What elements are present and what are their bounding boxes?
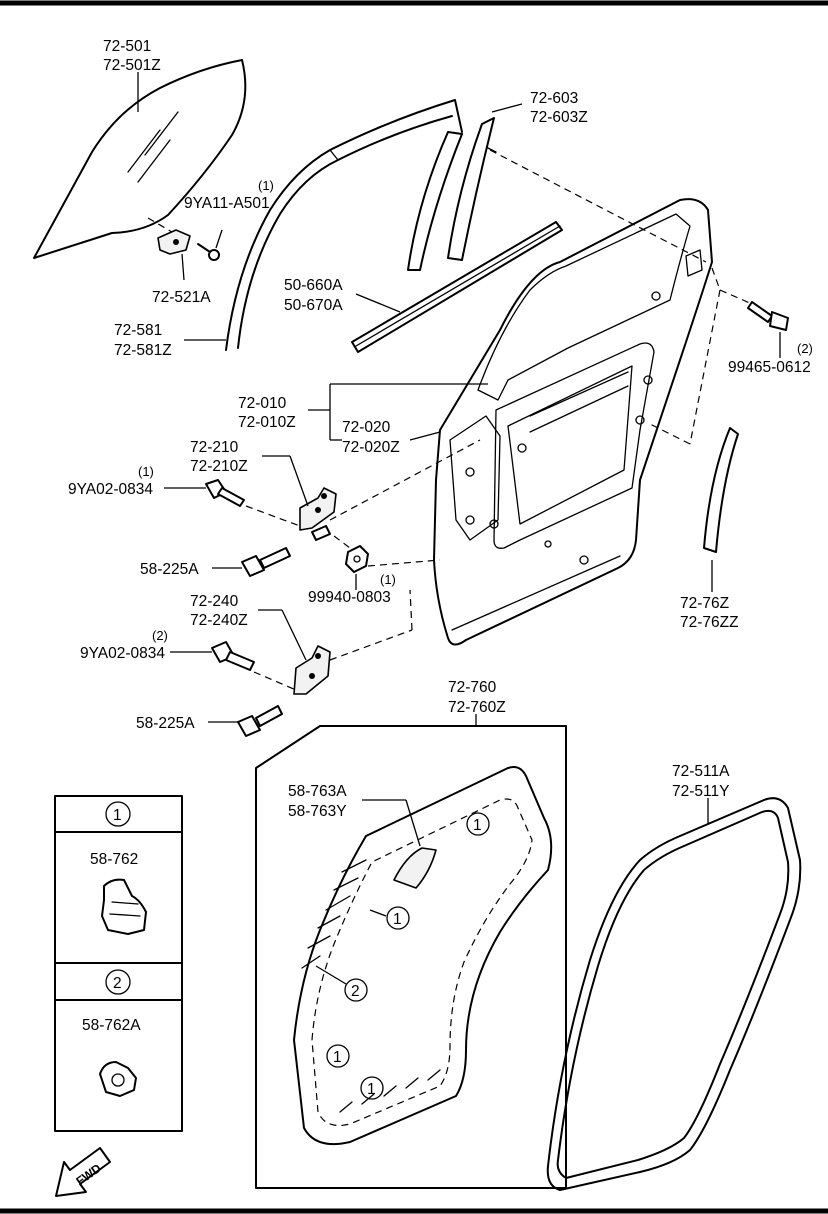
rear-seal-label-2: 72-76ZZ	[680, 614, 739, 631]
trim-marker: 1	[466, 812, 490, 836]
trim-clip-part-label-1: 58-763A	[288, 783, 347, 800]
belt-molding[interactable]	[351, 221, 563, 353]
door-bolt-code: 99465-0612	[728, 359, 811, 376]
svg-text:1: 1	[473, 817, 482, 834]
door-glass[interactable]	[33, 59, 247, 259]
door-panel-label-2: 72-020Z	[342, 439, 400, 456]
svg-text:1: 1	[333, 1049, 342, 1066]
belt-molding-label-1: 50-660A	[284, 277, 343, 294]
glass-bolt-qty: (1)	[258, 178, 274, 193]
trim-clip-part[interactable]	[393, 847, 437, 889]
lower-hinge-label-2: 72-240Z	[190, 612, 248, 629]
lower-hinge-label-1: 72-240	[190, 593, 239, 610]
rear-seal-label-1: 72-76Z	[680, 595, 729, 612]
svg-text:1: 1	[393, 911, 402, 928]
glass-bracket[interactable]	[157, 229, 191, 255]
trim-marker: 2	[315, 965, 368, 1002]
fwd-arrow-icon: FWD	[55, 1147, 111, 1197]
trim-panel-label-2: 72-760Z	[448, 699, 506, 716]
upper-hinge-label-1: 72-210	[190, 439, 239, 456]
hinge-nut[interactable]	[345, 545, 369, 573]
trim-panel-label-1: 72-760	[448, 679, 497, 696]
outer-channel-label-2: 72-581Z	[114, 342, 172, 359]
legend-code-2: 58-762A	[82, 1017, 141, 1034]
door-panel-label-1: 72-020	[342, 419, 391, 436]
door-panel[interactable]	[433, 198, 713, 646]
legend-marker-2: 2	[105, 969, 131, 995]
hinge-bolt-lower-label: 58-225A	[136, 715, 195, 732]
door-panel-group-label-1: 72-010	[238, 395, 287, 412]
upper-hinge-bolt-qty: (1)	[138, 464, 154, 479]
svg-text:2: 2	[351, 983, 360, 1000]
rear-channel-label-1: 72-603	[530, 90, 578, 107]
belt-molding-label-2: 50-670A	[284, 297, 343, 314]
rear-channel-label-2: 72-603Z	[530, 109, 588, 126]
upper-hinge[interactable]	[299, 487, 337, 531]
hinge-nut-qty: (1)	[380, 572, 396, 587]
weatherstrip[interactable]	[546, 797, 802, 1191]
clip-icon-1	[101, 878, 147, 935]
legend-code-1: 58-762	[90, 851, 138, 868]
trim-marker: 1	[369, 906, 410, 930]
legend-marker-1: 1	[105, 801, 131, 827]
outer-channel[interactable]	[225, 99, 463, 351]
legend-box	[54, 795, 183, 1132]
svg-text:2: 2	[113, 975, 122, 992]
trim-panel[interactable]	[293, 766, 553, 1146]
door-bolt[interactable]	[747, 301, 789, 331]
upper-hinge-pin[interactable]	[311, 525, 331, 541]
hinge-bolt-upper-label: 58-225A	[140, 561, 199, 578]
weatherstrip-label-1: 72-511A	[672, 763, 730, 780]
glass-label-2: 72-501Z	[103, 57, 161, 74]
lower-hinge-bolt-qty: (2)	[152, 628, 168, 643]
trim-marker: 1	[360, 1076, 384, 1100]
lower-hinge-bolt[interactable]	[211, 641, 255, 671]
door-bolt-qty: (2)	[797, 341, 813, 356]
lower-hinge[interactable]	[293, 645, 331, 695]
svg-text:1: 1	[113, 807, 122, 824]
upper-hinge-bolt[interactable]	[205, 479, 245, 507]
hinge-bolt-upper[interactable]	[241, 547, 291, 577]
glass-label-1: 72-501	[103, 38, 151, 55]
trim-panel-box	[255, 725, 567, 1189]
upper-hinge-label-2: 72-210Z	[190, 458, 248, 475]
svg-text:1: 1	[367, 1081, 376, 1098]
rear-channel[interactable]	[407, 117, 497, 271]
rear-seal[interactable]	[703, 427, 739, 553]
hinge-nut-code: 99940-0803	[308, 589, 391, 606]
glass-bolt-code: 9YA11-A501	[184, 195, 270, 212]
trim-marker: 1	[326, 1044, 350, 1068]
weatherstrip-label-2: 72-511Y	[672, 783, 729, 800]
trim-clip-part-label-2: 58-763Y	[288, 803, 347, 820]
glass-bolt[interactable]	[197, 243, 220, 261]
hinge-bolt-lower[interactable]	[237, 705, 283, 737]
glass-bracket-label: 72-521A	[152, 289, 211, 306]
outer-channel-label-1: 72-581	[114, 322, 162, 339]
upper-hinge-bolt-code: 9YA02-0834	[68, 481, 153, 498]
lower-hinge-bolt-code: 9YA02-0834	[80, 645, 165, 662]
door-panel-group-label-2: 72-010Z	[238, 414, 296, 431]
clip-icon-2	[99, 1061, 137, 1097]
